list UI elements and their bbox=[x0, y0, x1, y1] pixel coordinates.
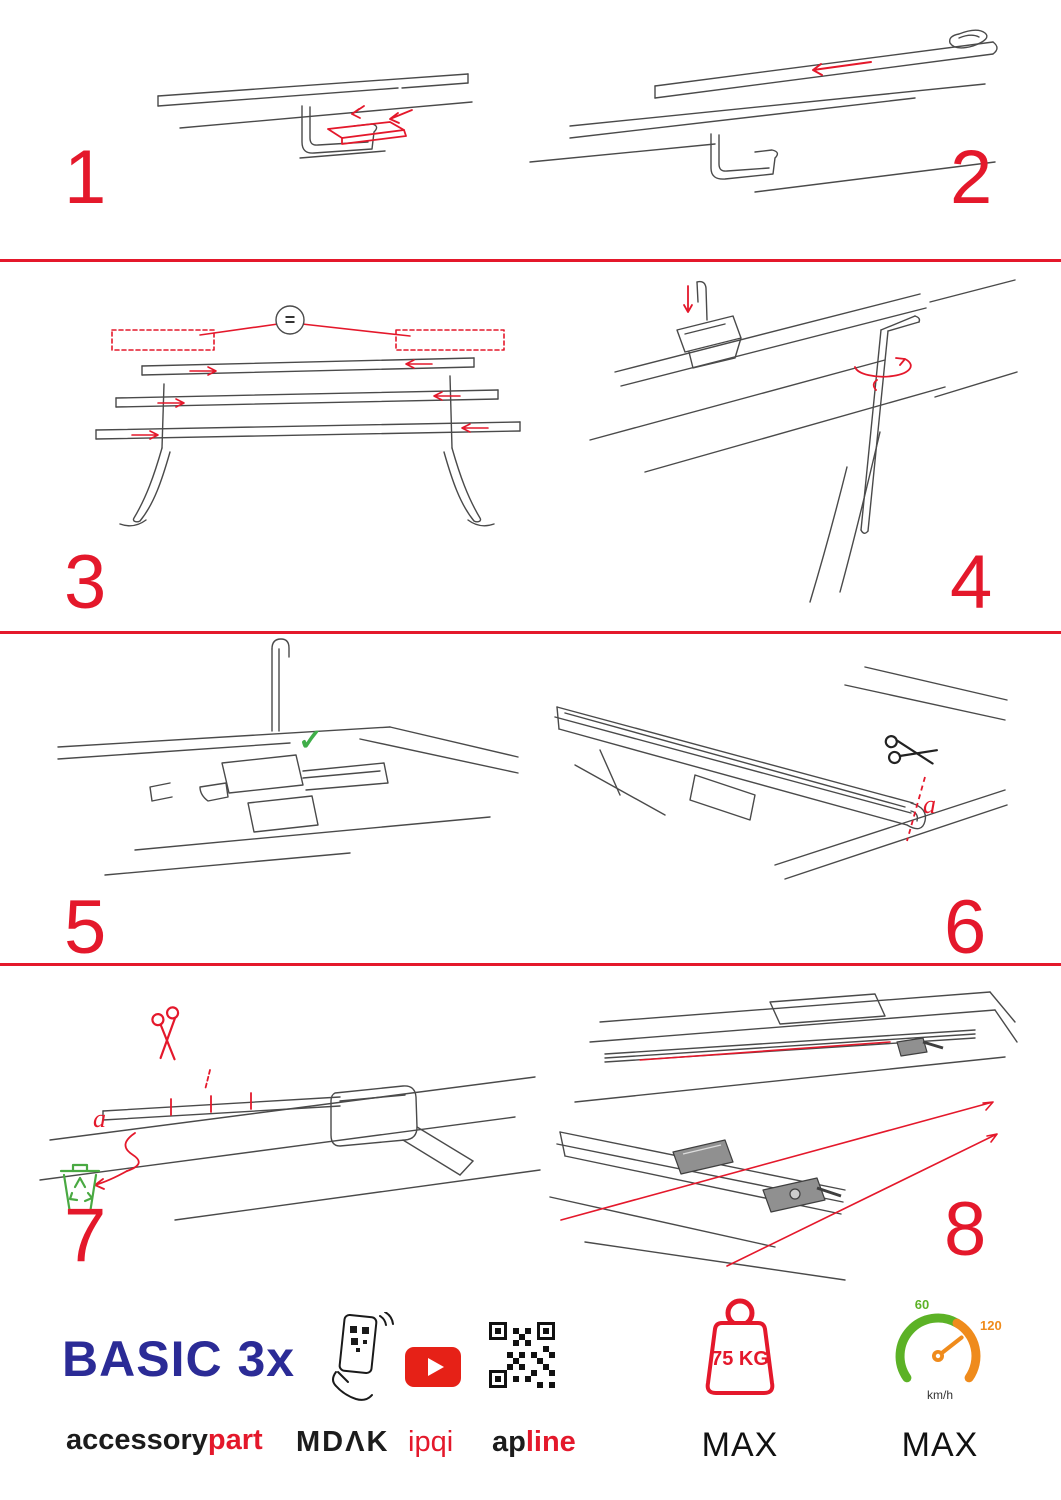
cut-line bbox=[906, 776, 926, 842]
equal-spacing-label: = bbox=[285, 310, 296, 330]
slide-arrow-icon bbox=[461, 423, 489, 433]
brand-name-red: part bbox=[207, 1424, 263, 1456]
partner-mdak: MDΛK bbox=[296, 1426, 390, 1458]
qr-code-icon bbox=[489, 1322, 555, 1388]
partner-ipqi: ipqi bbox=[408, 1426, 454, 1458]
step-7-number: 7 bbox=[64, 1193, 107, 1278]
phone-qr-icon bbox=[332, 1312, 394, 1401]
weight-max-label: MAX bbox=[701, 1426, 779, 1464]
brand-name-black: accessory bbox=[66, 1424, 208, 1456]
scissors-icon bbox=[151, 1006, 180, 1061]
slide-arrow-icon bbox=[433, 391, 461, 401]
speed-low: 60 bbox=[915, 1297, 929, 1312]
step-2-number: 2 bbox=[950, 135, 993, 220]
step-1-number: 1 bbox=[64, 135, 107, 220]
cut-label: a bbox=[93, 1104, 106, 1133]
section-divider-3 bbox=[0, 963, 1061, 966]
section-divider-2 bbox=[0, 631, 1061, 634]
spacing-bracket-right bbox=[395, 329, 505, 351]
speed-high: 120 bbox=[980, 1318, 1002, 1333]
step-1-illustration bbox=[157, 73, 473, 159]
slide-arrow-icon bbox=[131, 430, 159, 440]
slide-arrow-icon bbox=[405, 359, 433, 369]
partner-apline: apline bbox=[492, 1426, 576, 1459]
step-8-number: 8 bbox=[944, 1187, 987, 1272]
weight-value: 75 KG bbox=[711, 1348, 769, 1370]
speed-unit: km/h bbox=[927, 1388, 953, 1402]
step-3-illustration: = bbox=[95, 305, 521, 527]
spacing-bracket-left bbox=[111, 329, 215, 351]
equal-spacing-badge bbox=[275, 305, 305, 335]
brand-name: accessorypart bbox=[66, 1424, 263, 1457]
scissors-icon bbox=[884, 735, 938, 765]
step-2-illustration bbox=[529, 29, 998, 193]
slide-arrow-icon bbox=[189, 366, 217, 376]
speedometer-icon: 60 120 km/h bbox=[895, 1297, 1002, 1402]
slide-arrow-icon bbox=[812, 61, 872, 76]
cut-label: a bbox=[923, 790, 936, 819]
speed-max-label: MAX bbox=[901, 1426, 979, 1464]
rear-adapter bbox=[896, 1037, 928, 1057]
alignment-line bbox=[726, 1133, 998, 1267]
insert-arrow-icon bbox=[389, 109, 413, 124]
step-5-illustration: ✓ bbox=[57, 638, 519, 876]
step-5-number: 5 bbox=[64, 885, 107, 970]
play-icon bbox=[428, 1358, 444, 1376]
section-divider-1 bbox=[0, 259, 1061, 262]
insert-arrow-icon bbox=[351, 105, 365, 119]
step-4-number: 4 bbox=[950, 540, 993, 625]
step-6-illustration: a bbox=[554, 666, 1008, 880]
recycle-bin-icon bbox=[59, 1163, 101, 1215]
step-4-illustration bbox=[589, 279, 1018, 603]
apline-red: line bbox=[525, 1426, 576, 1458]
step-7-illustration: a bbox=[39, 1006, 541, 1221]
alignment-line bbox=[639, 1041, 891, 1061]
cut-piece bbox=[124, 1132, 140, 1172]
press-down-arrow-icon bbox=[683, 285, 693, 313]
weight-max-icon: 75 KG bbox=[705, 1298, 775, 1395]
step-8-illustration bbox=[549, 991, 1018, 1281]
youtube-icon bbox=[405, 1347, 461, 1387]
apline-black: ap bbox=[492, 1426, 526, 1458]
rotate-arrow-icon bbox=[854, 357, 912, 378]
step-3-number: 3 bbox=[64, 540, 107, 625]
alignment-line bbox=[560, 1101, 994, 1221]
step-6-number: 6 bbox=[944, 885, 987, 970]
product-name: BASIC 3x bbox=[62, 1331, 296, 1387]
front-adapter bbox=[672, 1139, 734, 1175]
check-icon: ✓ bbox=[298, 724, 323, 757]
slide-arrow-icon bbox=[157, 398, 185, 408]
